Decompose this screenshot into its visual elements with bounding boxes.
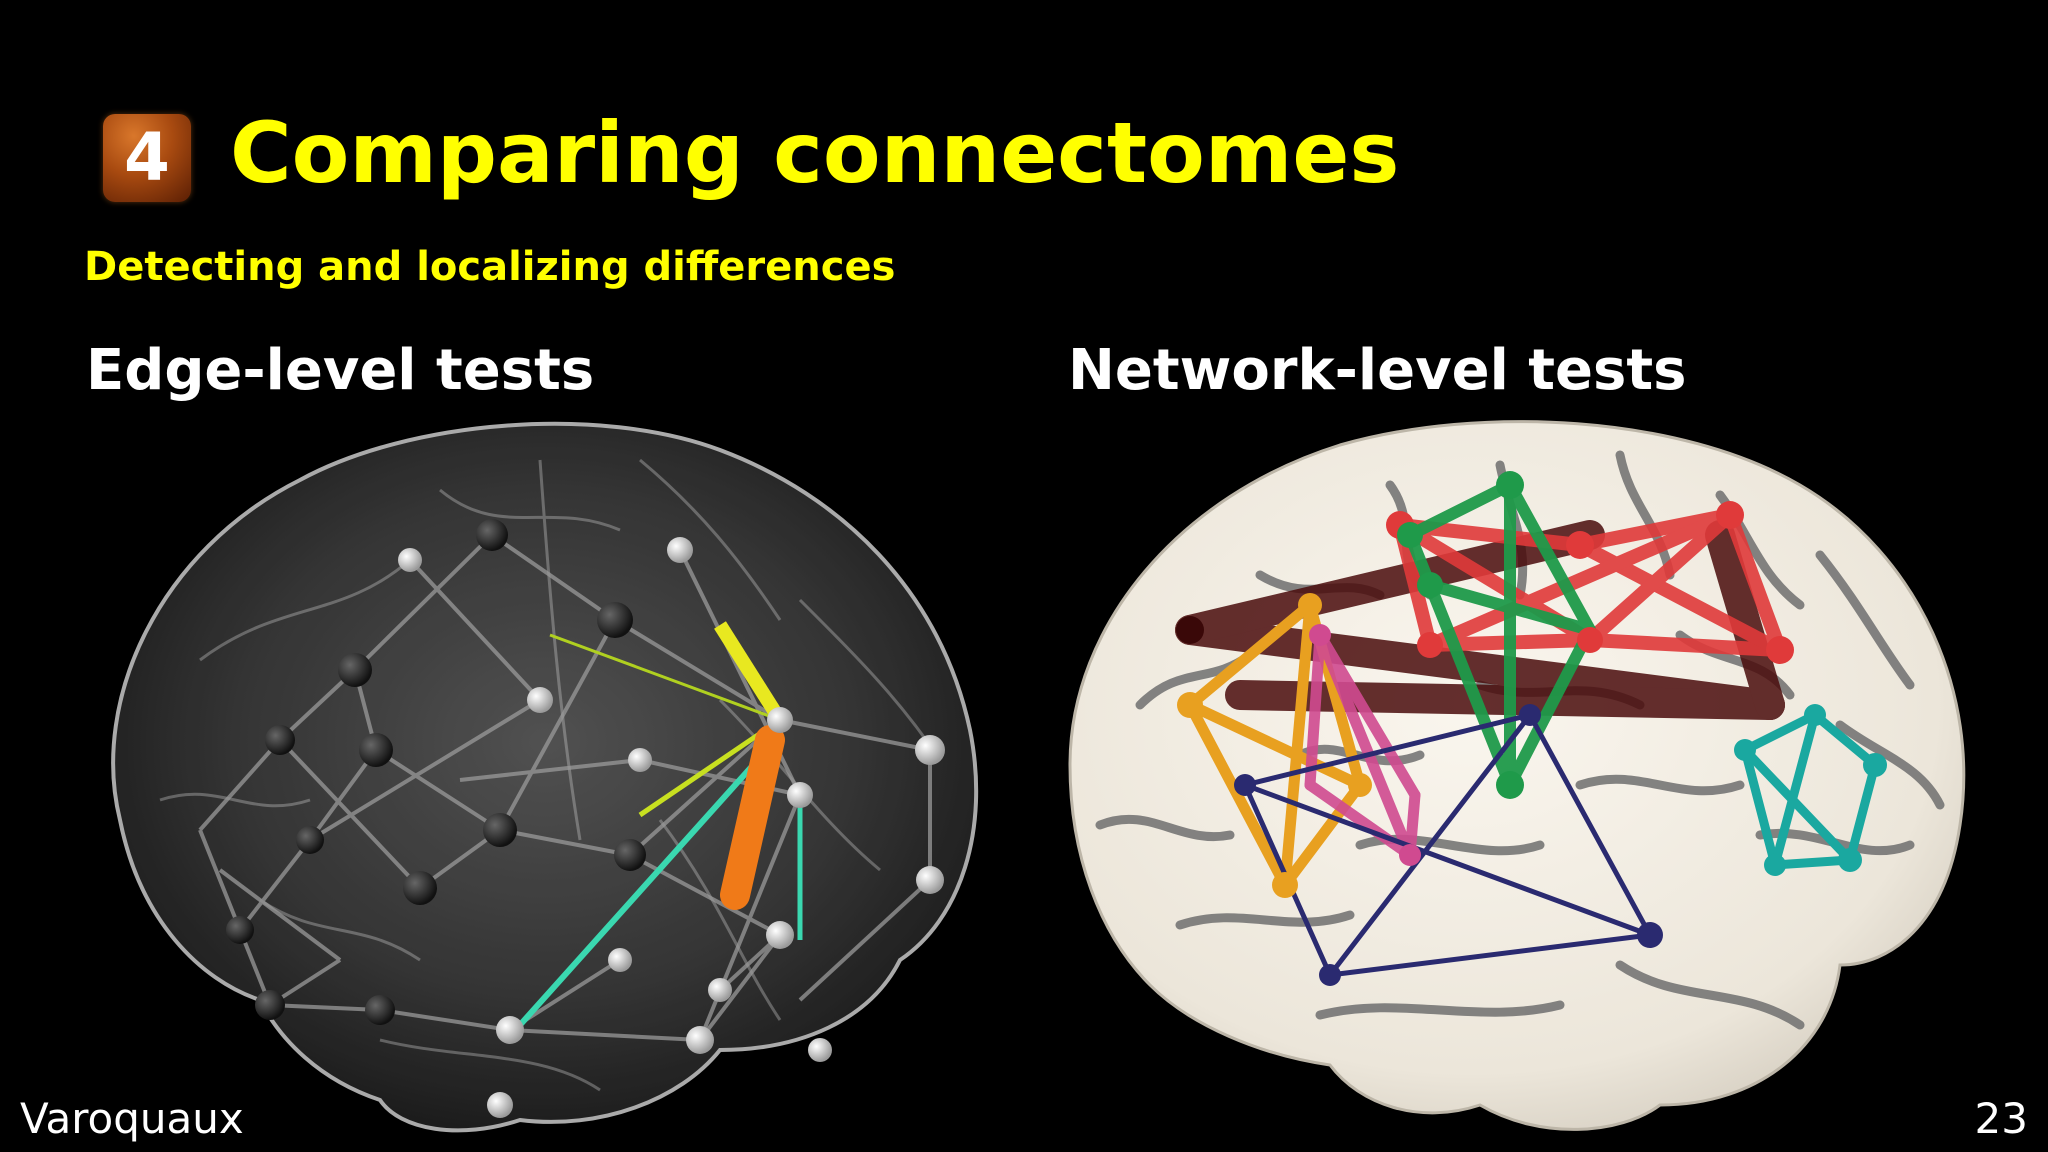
green-network	[1404, 479, 1596, 791]
orange-network	[1184, 599, 1366, 891]
slide-title: Comparing connectomes	[230, 104, 1400, 202]
edge-level-brain-figure	[111, 421, 979, 1133]
significant-edges	[517, 621, 803, 1028]
connectome-nodes	[226, 519, 945, 1118]
section-number: 4	[124, 119, 170, 196]
footer-author: Varoquaux	[20, 1094, 244, 1143]
slide-subtitle: Detecting and localizing differences	[84, 244, 896, 290]
network-level-heading: Network-level tests	[1068, 338, 1687, 403]
navy-network	[1242, 712, 1653, 978]
edge-level-heading: Edge-level tests	[86, 338, 595, 403]
teal-network	[1740, 710, 1880, 870]
glass-brain-surface	[111, 421, 979, 1133]
network-nodes	[1176, 471, 1887, 986]
page-number: 23	[1974, 1094, 2028, 1143]
section-number-badge: 4	[103, 114, 191, 202]
network-level-brain-figure	[1068, 420, 1966, 1131]
